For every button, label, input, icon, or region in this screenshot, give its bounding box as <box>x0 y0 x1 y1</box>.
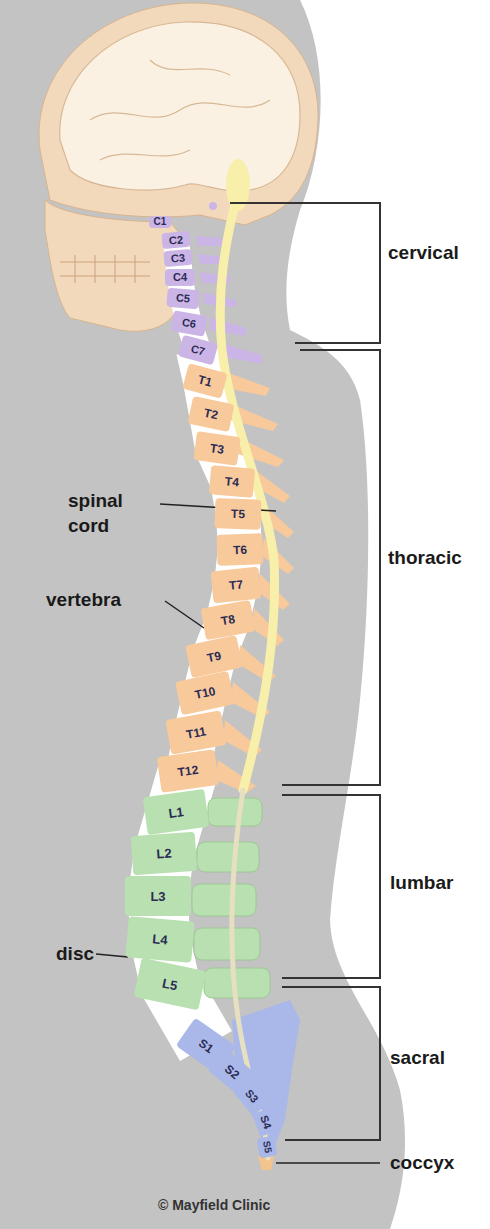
leader-line <box>276 1162 380 1164</box>
region-bracket <box>282 795 380 978</box>
vertebra-label: T2 <box>203 407 219 422</box>
leader-lines <box>96 504 380 1163</box>
vertebra-label: C3 <box>171 252 186 264</box>
vertebra-label: T6 <box>233 543 247 555</box>
callout-label: disc <box>56 942 116 967</box>
vertebra-label: L2 <box>156 846 172 860</box>
vertebra-label: L4 <box>152 932 168 946</box>
vertebra-label: T3 <box>209 441 225 455</box>
vertebra-body: T4 <box>209 465 255 498</box>
callout-label: coccyx <box>390 1151 490 1176</box>
vertebra-body: C3 <box>163 249 192 267</box>
vertebra-label: T4 <box>224 474 239 487</box>
vertebra-body: C2 <box>161 231 190 249</box>
callout-label: vertebra <box>46 588 166 613</box>
vertebra-label: L1 <box>168 805 185 820</box>
region-bracket <box>282 350 380 785</box>
region-label: lumbar <box>390 871 490 896</box>
vertebra-label: C5 <box>176 292 191 304</box>
vertebra-label: S3 <box>243 1087 260 1104</box>
leader-line <box>96 954 128 957</box>
region-label: sacral <box>390 1046 490 1071</box>
vertebra-label: T11 <box>185 724 207 739</box>
copyright-note: © Mayfield Clinic <box>158 1196 358 1214</box>
brain <box>60 22 300 191</box>
vertebra-label: C4 <box>173 272 187 283</box>
vertebra-body: S5 <box>256 1136 277 1159</box>
spinous-process <box>209 202 217 210</box>
vertebra-body: L3 <box>125 876 191 916</box>
spinous-process <box>197 842 259 872</box>
vertebra-body: T7 <box>210 567 261 604</box>
spinous-process <box>192 884 256 916</box>
vertebra-label: C6 <box>181 316 197 329</box>
vertebra-label: C2 <box>169 234 184 246</box>
vertebra-label: S1 <box>197 1037 216 1055</box>
vertebra-label: T12 <box>177 764 199 779</box>
vertebra-label: L5 <box>161 976 179 992</box>
region-label: cervical <box>388 241 488 266</box>
vertebra-body: L2 <box>131 831 198 874</box>
callout-label: spinal cord <box>68 489 148 538</box>
brain-fold <box>90 60 270 160</box>
vertebra-label: T7 <box>228 578 243 591</box>
face-bones <box>45 200 185 331</box>
vertebra-body: C5 <box>166 287 200 309</box>
vertebra-label: C1 <box>154 217 167 227</box>
spinous-process <box>208 798 262 826</box>
vertebra-body: C1 <box>149 216 171 228</box>
region-bracket <box>282 987 380 1140</box>
vertebra-label: S2 <box>223 1063 242 1082</box>
skull <box>39 3 318 225</box>
region-bracket <box>230 203 380 343</box>
vertebra-label: T10 <box>194 685 217 701</box>
vertebra-body: T6 <box>216 533 263 566</box>
vertebra-label: T1 <box>197 373 214 388</box>
vertebra-label: T9 <box>206 649 222 664</box>
leader-line <box>165 601 204 628</box>
body-silhouette <box>0 0 405 1229</box>
vertebra-label: S4 <box>259 1114 274 1130</box>
teeth <box>60 255 150 283</box>
vertebra-label: T8 <box>220 613 236 627</box>
spinous-process <box>194 928 260 960</box>
spinous-process <box>210 317 246 336</box>
vertebra-label: S5 <box>261 1140 273 1154</box>
vertebra-body: T5 <box>214 498 261 530</box>
vertebra-label: T5 <box>231 508 245 520</box>
vertebra-label: C7 <box>190 343 206 357</box>
vertebra-body: T3 <box>193 431 241 466</box>
vertebra-label: L3 <box>150 890 165 903</box>
spinous-process <box>196 236 224 246</box>
vertebra-body: C4 <box>165 269 195 286</box>
region-label: thoracic <box>388 546 488 571</box>
vertebra-body: L4 <box>125 916 194 963</box>
region-brackets <box>230 203 380 1140</box>
